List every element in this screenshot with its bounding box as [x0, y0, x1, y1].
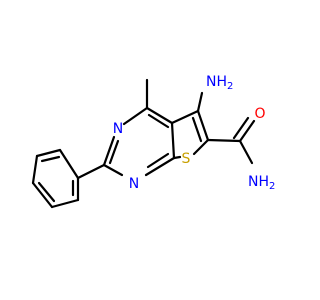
bond-ph-1	[58, 148, 80, 180]
atom-n-ring-bottom: N	[129, 176, 139, 192]
bond-c-o-double	[232, 116, 250, 140]
amide-nh: NH	[248, 174, 269, 190]
bond-c5-c6	[196, 109, 210, 142]
bond-c5-amino	[196, 91, 204, 113]
bond-ph-2	[35, 148, 62, 158]
amide-subscript: 2	[269, 181, 275, 192]
bond-c4-c4a	[145, 106, 174, 125]
bond-c4-c4a-double	[147, 113, 170, 129]
structure-canvas: N N S NH2 O NH2	[31, 74, 275, 209]
thiophene-ring	[170, 109, 210, 160]
bond-ph-inner-1	[40, 155, 61, 163]
bond-ph-3	[31, 154, 39, 185]
bond-c4a-c7a	[170, 121, 176, 160]
bond-ph-c2	[76, 163, 106, 180]
atom-s-ring: S	[182, 151, 191, 167]
bond-n1-c4	[122, 106, 149, 126]
bond-n3-c2	[102, 163, 124, 177]
bond-ph-5	[50, 198, 80, 209]
bond-s-c7a	[172, 155, 182, 160]
atom-n-ring-top: N	[113, 121, 123, 137]
bond-c2-n1	[102, 135, 116, 167]
molecule-diagram: N N S NH2 O NH2	[31, 74, 275, 209]
bond-c4a-c5	[170, 109, 200, 125]
bond-ph-inner-2	[37, 181, 56, 203]
bond-c-o	[238, 119, 256, 143]
atom-amide-o: O	[254, 106, 265, 122]
bond-c7a-n3-double	[146, 152, 170, 169]
bond-c5-c6-double	[191, 116, 203, 143]
bond-c2-n1-double	[108, 139, 120, 165]
bond-c6-s	[192, 138, 210, 156]
phenyl-ring	[31, 148, 80, 209]
amino-subscript: 2	[227, 81, 233, 92]
amino-nh: NH	[206, 74, 227, 90]
pyrimidine-ring	[102, 106, 176, 177]
atom-amino: NH2	[206, 74, 233, 92]
bond-c7a-n3	[144, 156, 176, 177]
bond-c6-camide	[206, 138, 242, 143]
bond-c-namide	[238, 139, 254, 165]
atom-amide-n: NH2	[248, 174, 275, 192]
bond-ph-4	[31, 181, 54, 209]
